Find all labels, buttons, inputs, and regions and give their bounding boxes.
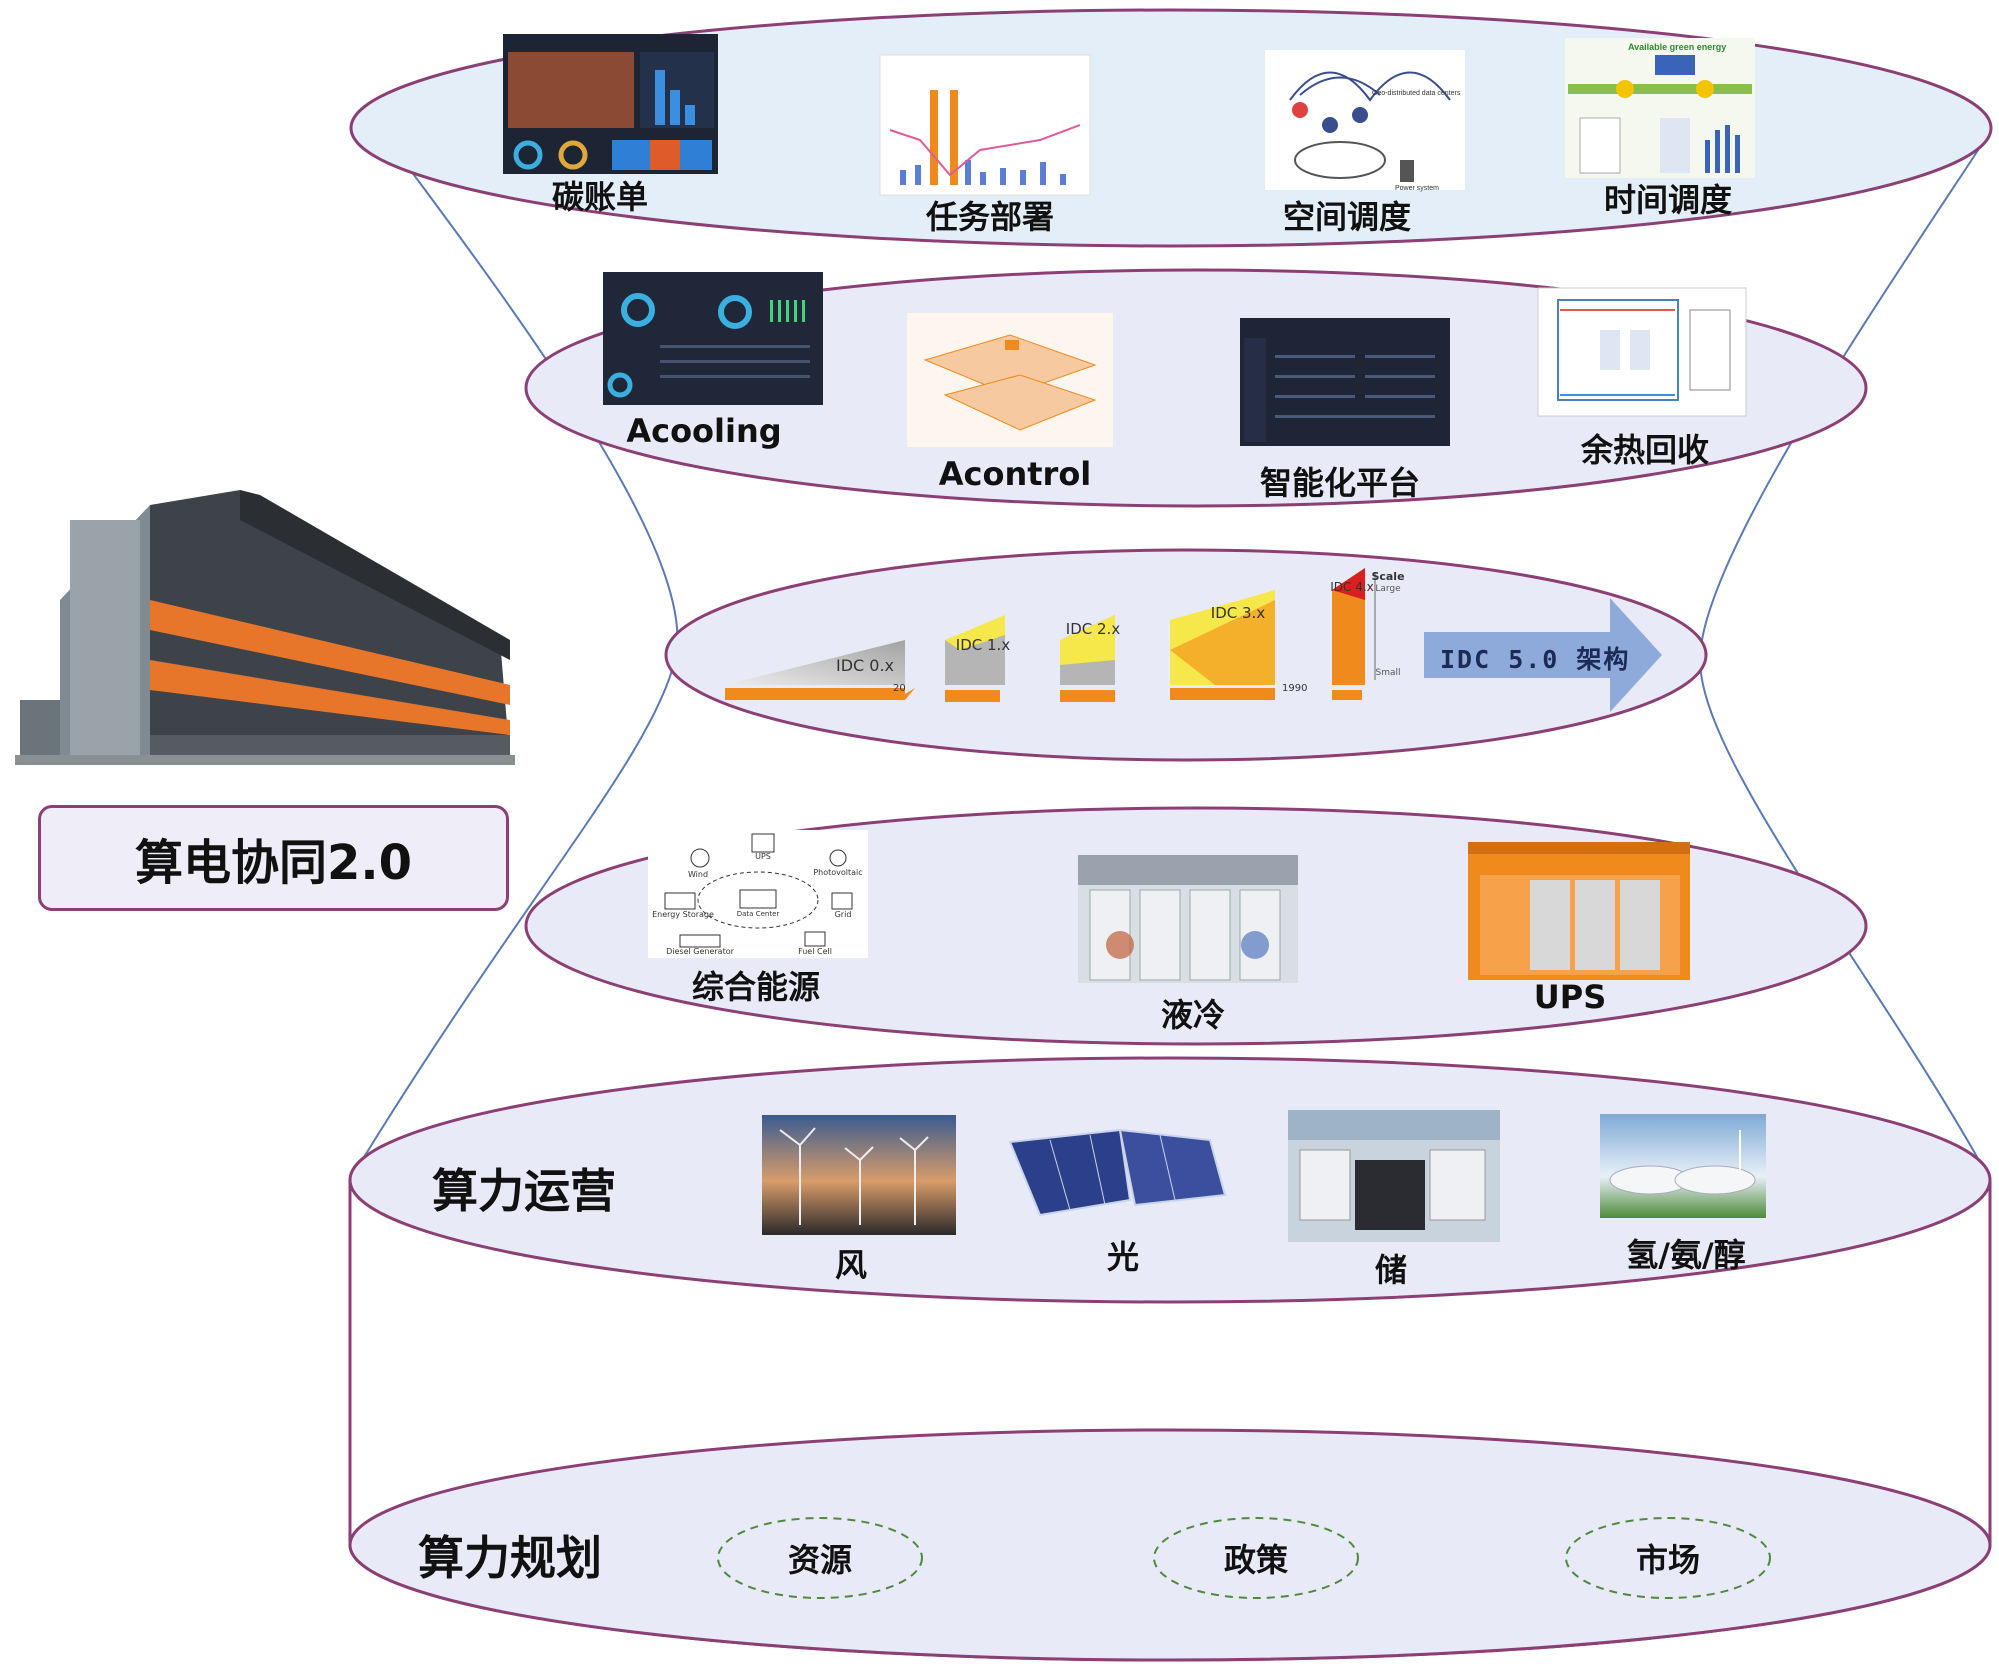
label-carbon-bill: 碳账单 [551,178,649,216]
label-storage: 储 [1374,1251,1408,1289]
label-planning-title: 算力规划 [418,1531,602,1585]
label-integrated-energy: 综合能源 [691,968,821,1006]
idc-scale-small: Small [1375,668,1401,678]
ed-wind: Wind [687,870,709,879]
planning-oval-policy [1153,1517,1359,1599]
ed-data-center: Data Center [736,910,780,918]
label-time-schedule: 时间调度 [1603,181,1733,219]
label-task-deploy: 任务部署 [925,198,1055,236]
label-solar: 光 [1106,1238,1140,1276]
label-acontrol: Acontrol [938,455,1092,493]
ed-energy-storage: Energy Storage [652,910,714,919]
idc-scale-label: Scale [1371,570,1405,583]
idc-stage-4: IDC 4.x [1330,580,1374,594]
idc-evolution [725,568,1376,702]
green-energy-text: Available green energy [1628,42,1726,52]
label-market: 市场 [1635,1541,1701,1579]
ups-cabinet-photo [1468,842,1690,980]
label-acooling: Acooling [626,412,782,450]
idc-stage-1: IDC 1.x [955,636,1011,654]
idc-stage-3: IDC 3.x [1210,604,1266,622]
label-ups: UPS [1533,978,1607,1016]
ed-diesel: Diesel Generator [666,947,734,956]
idc-stage-2: IDC 2.x [1065,620,1121,638]
carbon-bill-thumb [503,34,718,174]
cylinder-bottom-oval [348,1428,1992,1662]
page-title: 算电协同2.0 [134,835,413,891]
label-hydrogen: 氢/氨/醇 [1626,1236,1746,1274]
ed-grid: Grid [834,910,852,919]
wind-turbines-photo [762,1115,956,1235]
label-operation-title: 算力运营 [432,1164,616,1218]
idc-5-arrow-label: IDC 5.0 架构 [1440,645,1631,674]
hydrogen-tanks-photo [1600,1114,1766,1218]
title-box: 算电协同2.0 [38,805,509,911]
spatial-schedule-thumb: Geo-distributed data centers Power syste… [1265,50,1465,192]
idc-5-arrow [1424,598,1662,712]
planning-oval-resources [717,1517,923,1599]
label-waste-heat: 余热回收 [1580,431,1710,469]
liquid-cooling-photo [1078,855,1298,983]
intelligent-platform-thumb [1240,318,1450,446]
idc-stage-0: IDC 0.x [835,656,895,675]
ed-fuel-cell: Fuel Cell [798,947,832,956]
label-wind: 风 [834,1246,868,1284]
energy-storage-photo [1288,1110,1500,1242]
power-system-text: Power system [1395,185,1439,192]
label-policy: 政策 [1223,1541,1289,1579]
waste-heat-thumb [1537,287,1747,417]
label-liquid-cooling: 液冷 [1160,996,1226,1034]
solar-panels-photo [1008,1128,1227,1217]
idc-year-1990: 1990 [1282,683,1308,694]
label-spatial-schedule: 空间调度 [1282,198,1412,236]
idc-scale-large: Large [1375,584,1401,594]
task-deploy-chart-thumb [879,54,1091,196]
datacenter-building-image [15,490,515,765]
geo-datacenter-text: Geo-distributed data centers [1372,90,1461,97]
acooling-thumb [603,272,823,405]
idc-year-20: 20 [893,683,906,694]
time-schedule-thumb: Available green energy [1565,38,1755,178]
label-intelligent-platform: 智能化平台 [1259,464,1421,502]
integrated-energy-diagram [648,830,868,958]
planning-oval-market [1565,1517,1771,1599]
control-oval [524,268,1868,508]
ed-ups: UPS [755,852,771,861]
ed-photovoltaic: Photovoltaic [813,868,863,877]
acontrol-thumb [907,313,1113,447]
label-resources: 资源 [787,1541,853,1579]
